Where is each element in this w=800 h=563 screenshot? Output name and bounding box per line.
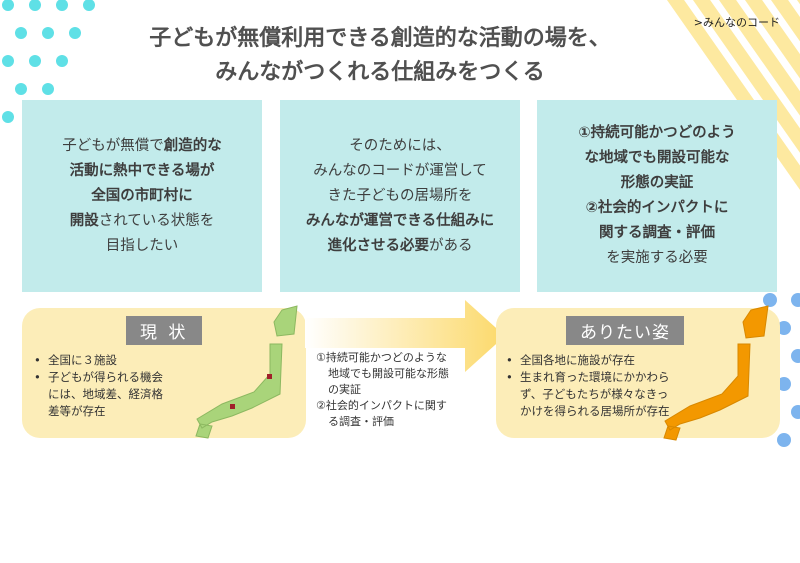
approach-box: そのためには、みんなのコードが運営してきた子どもの居場所をみんなが運営できる仕組…	[280, 100, 520, 292]
box-text: されている状態を	[98, 212, 215, 229]
decor-dot	[15, 27, 27, 39]
ideal-bullets: 全国各地に施設が存在 生まれ育った環境にかかわらず、子どもたちが様々なきっかけを…	[506, 352, 676, 420]
decor-dot	[791, 349, 800, 363]
decor-dot	[29, 0, 41, 11]
current-bullets: 全国に３施設 子どもが得られる機会には、地域差、経済格差等が存在	[34, 352, 172, 420]
middle-line: る調査・評価	[328, 415, 394, 428]
page-title: 子どもが無償利用できる創造的な活動の場を、 みんながつくれる仕組みをつくる	[110, 22, 650, 90]
box-line: そのためには、	[349, 134, 451, 159]
box-text: を実施する必要	[606, 250, 708, 266]
decor-dot	[763, 293, 777, 307]
decor-dot	[83, 0, 95, 11]
decor-dot	[777, 321, 791, 335]
box-line: ②社会的インパクトに	[586, 196, 729, 221]
middle-line: 地域でも開設可能な形態	[328, 367, 449, 380]
box-line: 子どもが無償で創造的な	[62, 134, 222, 159]
box-line: 開設されている状態を	[70, 209, 215, 234]
title-line: みんながつくれる仕組みをつくる	[215, 60, 545, 85]
box-line: きた子どもの居場所を	[328, 184, 473, 209]
box-text: 創造的な	[163, 137, 222, 154]
box-text: そのためには、	[349, 137, 451, 154]
box-text: みんなが運営できる仕組みに	[305, 212, 495, 229]
japan-map-ideal	[663, 305, 769, 441]
box-line: 全国の市町村に	[91, 184, 193, 209]
box-text: ①持続可能かつどのよう	[578, 125, 736, 141]
box-line: ①持続可能かつどのよう	[578, 121, 735, 146]
box-text: 進化させる必要	[327, 237, 430, 254]
ideal-state-panel: ありたい姿 全国各地に施設が存在 生まれ育った環境にかかわらず、子どもたちが様々…	[496, 305, 780, 441]
arrow-icon	[305, 300, 505, 372]
box-text: 形態の実証	[620, 175, 694, 191]
decor-dot	[791, 405, 800, 419]
box-text: がある	[429, 237, 473, 254]
goal-box: 子どもが無償で創造的な活動に熱中できる場が全国の市町村に開設されている状態を目指…	[22, 100, 262, 292]
decor-dot	[791, 293, 800, 307]
bullet: 生まれ育った環境にかかわらず、子どもたちが様々なきっかけを得られる居場所が存在	[506, 369, 676, 420]
facility-marker	[230, 404, 235, 409]
box-text: 全国の市町村に	[91, 187, 193, 204]
bullet: 全国に３施設	[34, 352, 172, 369]
decor-dot	[69, 27, 81, 39]
decor-dot	[56, 0, 68, 11]
decor-dot	[56, 55, 68, 67]
box-line: な地域でも開設可能な	[585, 146, 730, 171]
japan-map-current	[195, 305, 298, 439]
middle-line: の実証	[328, 383, 361, 396]
box-text: 関する調査・評価	[599, 225, 715, 241]
box-text: 目指したい	[105, 237, 179, 254]
middle-text: ①持続可能かつどのような 地域でも開設可能な形態 の実証 ②社会的インパクトに関…	[316, 350, 449, 430]
box-line: みんなのコードが運営して	[313, 159, 487, 184]
bullet: 子どもが得られる機会には、地域差、経済格差等が存在	[34, 369, 172, 420]
box-text: 活動に熱中できる場が	[69, 162, 215, 179]
box-line: 形態の実証	[621, 171, 694, 196]
ideal-title: ありたい姿	[566, 316, 684, 345]
current-title: 現 状	[126, 316, 203, 345]
decor-dot	[15, 83, 27, 95]
decor-dot	[42, 83, 54, 95]
current-state-panel: 現 状 全国に３施設 子どもが得られる機会には、地域差、経済格差等が存在	[22, 305, 306, 439]
box-text: きた子どもの居場所を	[327, 187, 473, 204]
middle-line: ②社会的インパクトに関す	[316, 399, 447, 412]
decor-dot	[29, 55, 41, 67]
box-line: 関する調査・評価	[599, 221, 715, 246]
box-line: を実施する必要	[606, 246, 708, 271]
bullet: 全国各地に施設が存在	[506, 352, 676, 369]
box-line: 活動に熱中できる場が	[70, 159, 215, 184]
decor-dot	[42, 27, 54, 39]
decor-dot	[2, 111, 14, 123]
box-text: 開設	[69, 212, 99, 229]
decor-dot	[777, 377, 791, 391]
title-line: 子どもが無償利用できる創造的な活動の場を、	[149, 26, 611, 51]
brand-logo: >みんなのコード	[693, 16, 780, 29]
box-text: ②社会的インパクトに	[585, 200, 729, 216]
box-line: 目指したい	[106, 234, 179, 259]
box-line: 進化させる必要がある	[328, 234, 473, 259]
decor-dot	[2, 0, 14, 11]
box-text: な地域でも開設可能な	[584, 150, 730, 166]
box-text: みんなのコードが運営して	[313, 162, 487, 179]
box-line: みんなが運営できる仕組みに	[306, 209, 494, 234]
box-text: 子どもが無償で	[62, 137, 164, 154]
decor-dot	[777, 433, 791, 447]
requirement-box: ①持続可能かつどのような地域でも開設可能な形態の実証 ②社会的インパクトに関する調…	[537, 100, 777, 292]
facility-marker	[267, 374, 272, 379]
decor-dot	[2, 55, 14, 67]
middle-line: ①持続可能かつどのような	[316, 351, 447, 364]
